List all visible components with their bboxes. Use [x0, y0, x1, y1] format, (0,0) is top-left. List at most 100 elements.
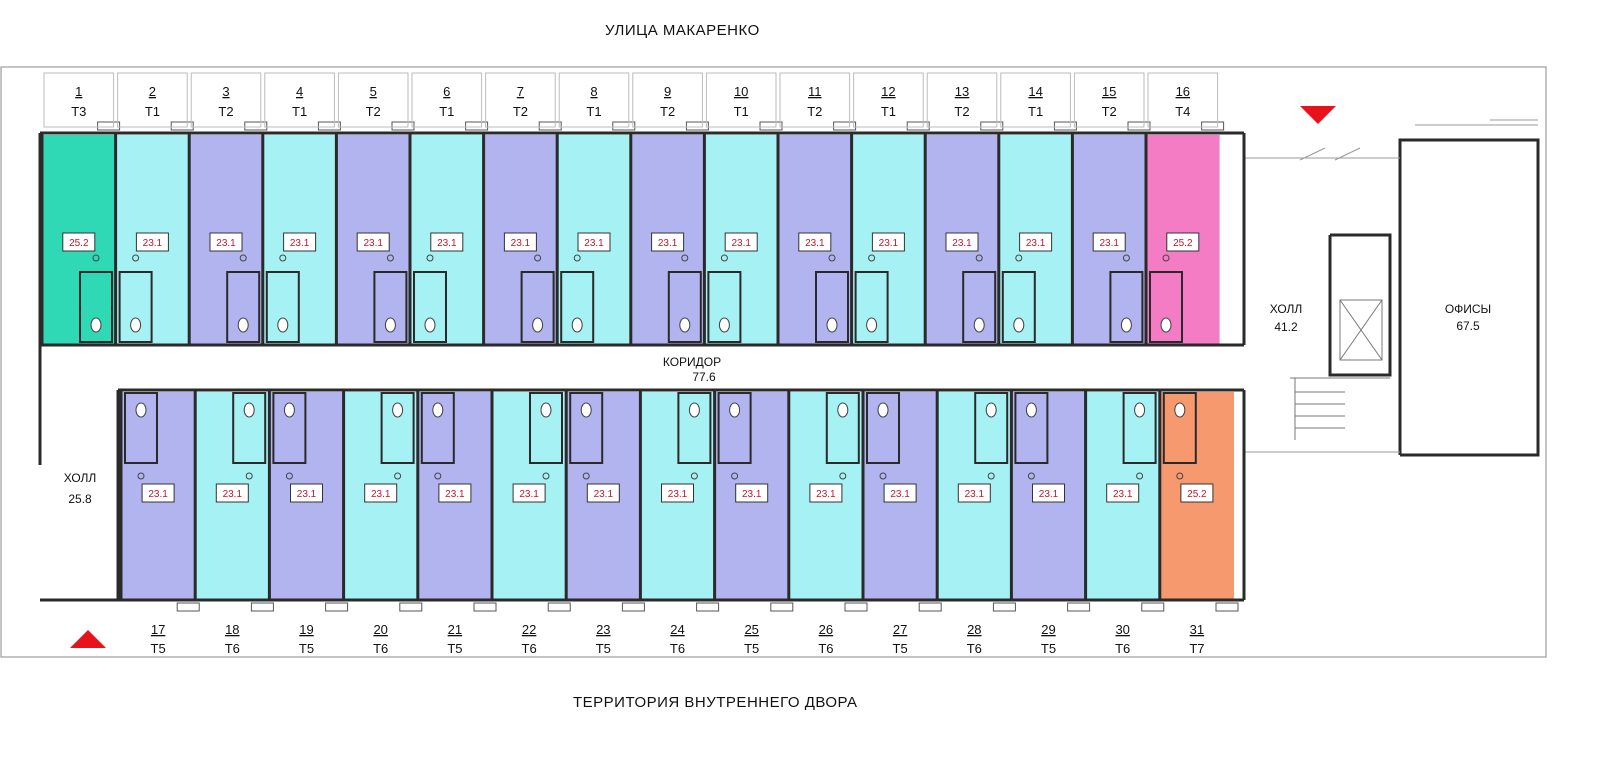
bathroom	[854, 271, 889, 343]
unit-top-2[interactable]	[114, 72, 194, 345]
unit-number: 26	[819, 622, 833, 637]
unit-area: 23.1	[223, 489, 243, 500]
unit-header-box	[632, 72, 703, 128]
unit-type: Т2	[1102, 104, 1117, 119]
unit-number: 13	[955, 84, 969, 99]
toilet-icon	[135, 402, 147, 418]
unit-number: 20	[373, 622, 387, 637]
window-icon	[833, 121, 857, 131]
bathroom	[667, 271, 702, 343]
unit-type: Т6	[225, 641, 240, 656]
area-badge	[215, 483, 249, 503]
unit-top-10[interactable]	[702, 72, 783, 345]
unit-type: Т5	[596, 641, 611, 656]
toilet-icon	[729, 402, 741, 418]
sink-icon	[1027, 472, 1035, 480]
unit-number: 10	[734, 84, 748, 99]
area-badge	[735, 483, 769, 503]
unit-area: 23.1	[890, 489, 910, 500]
toilet-icon	[718, 317, 730, 333]
sink-icon	[731, 472, 739, 480]
unit-area: 23.1	[965, 489, 985, 500]
toilet-icon	[571, 317, 583, 333]
unit-bottom-29[interactable]	[1009, 390, 1091, 612]
unit-type: Т2	[218, 104, 233, 119]
bathroom	[529, 392, 563, 464]
unit-area: 23.1	[805, 238, 825, 249]
sink-icon	[132, 254, 140, 262]
sink-icon	[434, 472, 442, 480]
unit-number: 16	[1176, 84, 1190, 99]
unit-type: Т5	[893, 641, 908, 656]
area-badge	[957, 483, 991, 503]
area-badge	[135, 232, 169, 252]
corridor-walls	[38, 131, 1246, 602]
bathroom	[1001, 271, 1036, 343]
bathroom	[677, 392, 712, 464]
unit-type: Т7	[1189, 641, 1204, 656]
window-icon	[244, 121, 268, 131]
area-badge	[1106, 483, 1140, 503]
unit-number: 5	[370, 84, 377, 99]
unit-type: Т5	[1041, 641, 1056, 656]
area-badge	[141, 483, 175, 503]
sink-icon	[285, 472, 293, 480]
toilet-icon	[277, 317, 289, 333]
toilet-icon	[1134, 402, 1146, 418]
unit-number: 12	[881, 84, 895, 99]
area-badge	[209, 232, 243, 252]
sink-icon	[92, 254, 100, 262]
unit-header-box	[853, 72, 924, 128]
window-icon	[918, 602, 942, 612]
area-badge	[512, 483, 546, 503]
window-icon	[473, 602, 497, 612]
corridor-area: 77.6	[692, 370, 716, 384]
sink-icon	[839, 472, 847, 480]
bathroom	[118, 271, 153, 343]
unit-header-box	[43, 72, 115, 128]
unit-number: 1	[75, 84, 82, 99]
building-outline	[0, 66, 1547, 658]
unit-type: Т6	[1115, 641, 1130, 656]
bathroom	[962, 271, 997, 343]
sink-icon	[690, 472, 698, 480]
stair-block	[1290, 299, 1390, 440]
unit-number: 28	[967, 622, 981, 637]
window-icon	[1201, 121, 1225, 131]
area-badge	[364, 483, 398, 503]
sink-icon	[681, 254, 689, 262]
sink-icon	[386, 254, 394, 262]
toilet-icon	[384, 317, 396, 333]
window-icon	[1067, 602, 1091, 612]
unit-header-box	[1073, 72, 1145, 128]
area-badge	[798, 232, 832, 252]
area-badge	[503, 232, 537, 252]
toilet-icon	[283, 402, 295, 418]
unit-number: 18	[225, 622, 239, 637]
toilet-icon	[866, 317, 878, 333]
unit-number: 2	[149, 84, 156, 99]
unit-area: 23.1	[731, 238, 751, 249]
unit-number: 15	[1102, 84, 1116, 99]
top-units-layer	[40, 72, 1225, 345]
bathroom	[1149, 271, 1183, 343]
unit-type: Т5	[447, 641, 462, 656]
hall-left-label: ХОЛЛ	[64, 471, 97, 485]
bathroom	[1162, 392, 1197, 464]
unit-number: 6	[443, 84, 450, 99]
bathroom	[974, 392, 1009, 464]
sink-icon	[137, 472, 145, 480]
bathroom	[1122, 392, 1157, 464]
area-badge	[1166, 232, 1200, 252]
sink-icon	[975, 254, 983, 262]
offices-label: ОФИСЫ	[1445, 302, 1491, 316]
unit-number: 30	[1115, 622, 1129, 637]
area-badge	[430, 232, 464, 252]
unit-header-box	[1147, 72, 1219, 128]
sink-icon	[239, 254, 247, 262]
unit-top-16[interactable]	[1144, 72, 1225, 345]
unit-area: 23.1	[143, 238, 163, 249]
unit-header-box	[117, 72, 188, 128]
window-icon	[770, 602, 794, 612]
window-icon	[992, 602, 1016, 612]
